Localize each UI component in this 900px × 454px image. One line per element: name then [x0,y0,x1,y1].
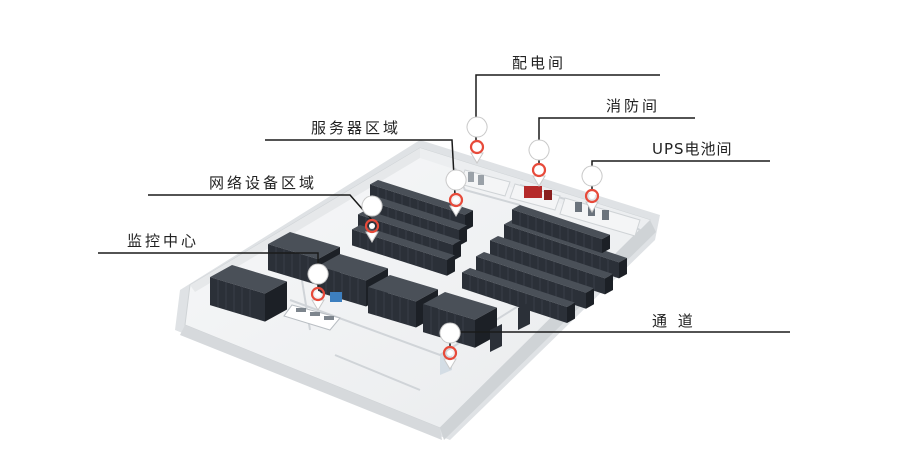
pin-power-room[interactable] [466,116,488,164]
rack-side [265,281,287,322]
label-power-room: 配电间 [512,54,567,72]
rack-side [602,234,610,254]
rack-top [352,225,455,260]
rack-row [490,240,605,295]
rack-side [586,288,594,309]
rack-side [447,255,455,276]
rack-row [504,224,619,279]
location-pins [307,116,603,370]
pin-passage[interactable] [439,322,461,370]
pin-fire-room[interactable] [528,139,550,187]
rack-top [318,254,388,281]
rack-top [512,205,610,240]
rack-side [567,302,575,324]
rack-row [462,272,567,324]
rack-row [476,256,586,309]
label-fire-room: 消防间 [606,97,661,115]
label-network-area: 网络设备区域 [209,174,318,192]
fire-room-block [509,183,561,211]
server-racks [210,180,627,348]
label-ups-room: UPS电池间 [652,140,733,158]
rack-top [462,268,575,308]
rack-side [619,257,627,279]
pin-server-area[interactable] [445,169,467,217]
rack-top [268,232,340,260]
rack-row [512,209,602,254]
label-passage: 通 道 [652,312,696,330]
rack-top [423,292,497,320]
rack-row [268,244,318,286]
label-server-area: 服务器区域 [311,119,402,137]
rack-row [210,277,265,322]
pin-network-area[interactable] [361,195,383,243]
rack-side [605,273,613,295]
rack-top [368,275,438,302]
rack-top [210,265,287,294]
rack-top [490,236,613,279]
label-monitor-center: 监控中心 [127,232,200,250]
rack-top [370,180,473,215]
rack-top [364,195,467,230]
leader-line-ups-room [591,160,770,189]
pin-ups-room[interactable] [581,165,603,213]
rack-top [476,252,594,293]
pin-monitor-center[interactable] [307,263,329,311]
rack-top [358,210,461,245]
monitor-desk [283,292,342,331]
